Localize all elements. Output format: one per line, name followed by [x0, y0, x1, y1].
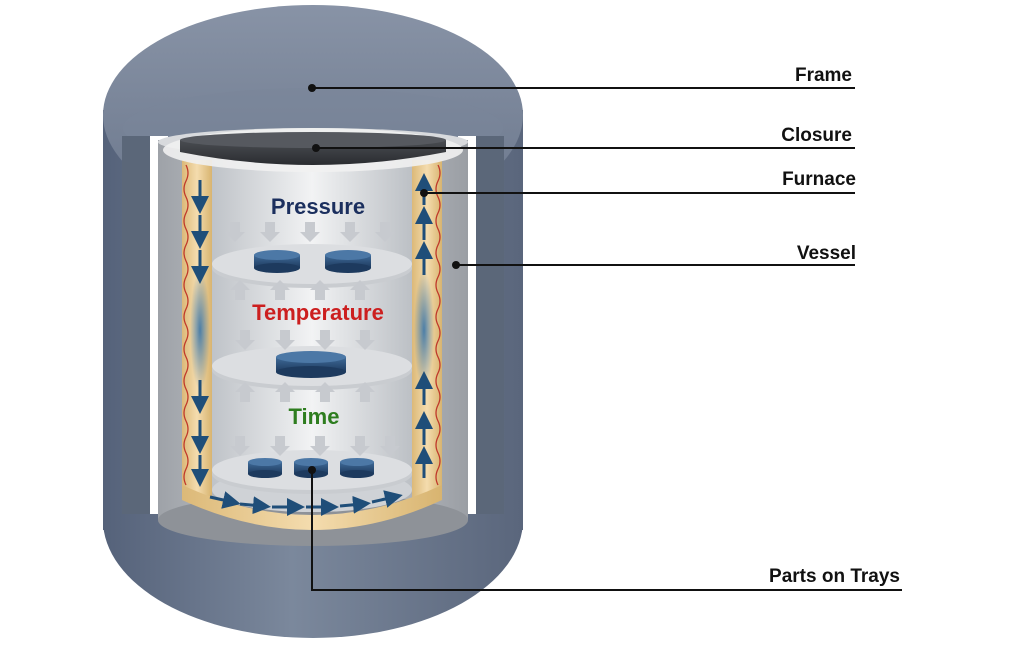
tray-top: [212, 244, 412, 288]
part: [325, 250, 371, 273]
callout-frame-line: [308, 84, 855, 92]
callout-closure-line: [312, 144, 855, 152]
callout-vessel-line: [452, 261, 855, 269]
zone-label-temperature: Temperature: [252, 300, 384, 325]
zone-label-time: Time: [289, 404, 340, 429]
part: [254, 250, 300, 273]
callout-label-vessel: Vessel: [797, 243, 856, 264]
callout-furnace-line: [420, 189, 855, 197]
callout-label-furnace: Furnace: [782, 169, 856, 190]
closure: [163, 128, 463, 172]
tray-middle: [212, 346, 412, 390]
part: [276, 351, 346, 378]
pressure-arrows: [225, 222, 400, 456]
callout-parts-line: [308, 466, 902, 591]
heating-wire-right: [435, 164, 441, 486]
callout-label-parts: Parts on Trays: [769, 566, 900, 587]
callout-label-closure: Closure: [781, 125, 852, 146]
part: [340, 458, 374, 478]
part: [248, 458, 282, 478]
callout-leaders: [308, 84, 902, 591]
zone-label-pressure: Pressure: [271, 194, 365, 219]
gas-flow-arrows: [191, 173, 433, 516]
furnace-lining-bottom: [182, 485, 442, 530]
heating-wire-left: [183, 164, 189, 486]
callout-label-frame: Frame: [795, 65, 852, 86]
